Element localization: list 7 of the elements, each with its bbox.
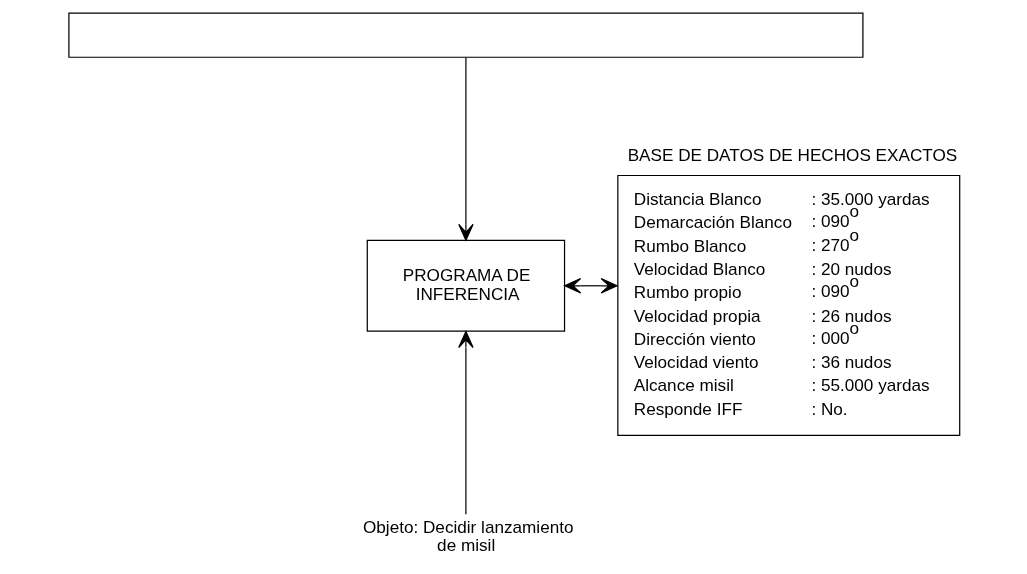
arrow <box>563 278 618 294</box>
arrow <box>457 56 474 241</box>
node-label: BASE DE DATOS DE HECHOS EXACTOS <box>627 145 957 166</box>
arrow <box>457 330 474 515</box>
node-box <box>67 12 864 58</box>
node-box: PROGRAMA DE INFERENCIA <box>366 239 565 332</box>
node-text: Objeto: Decidir lanzamiento de misil <box>362 516 574 556</box>
